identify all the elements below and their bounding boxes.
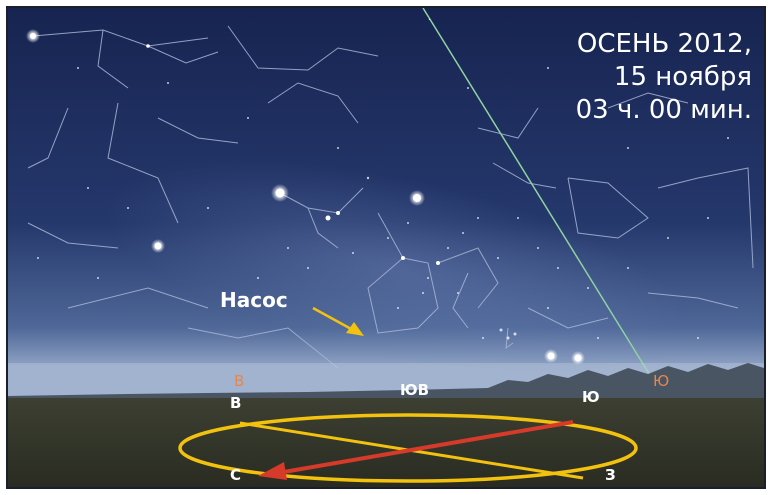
title-season: ОСЕНЬ 2012, [576, 29, 752, 59]
star-map-frame: . ОСЕНЬ 2012, 15 ноября 03 ч. 00 мин. На… [6, 6, 766, 489]
night-sky-scene: . [8, 8, 764, 487]
constellation-label: Насос [220, 288, 288, 312]
milky-way [103, 160, 693, 376]
ground [8, 398, 764, 487]
direction-arrow-head [258, 462, 287, 480]
direction-arrow-shaft [277, 420, 574, 475]
compass-label-east: В [230, 394, 242, 412]
compass-ellipse [178, 413, 638, 483]
compass-label-north: С [230, 466, 242, 484]
compass-label-south: Ю [582, 388, 600, 406]
horizon-label-east: В [234, 372, 245, 390]
compass-label-southeast: ЮВ [400, 381, 430, 399]
faint-stars [37, 67, 729, 340]
bright-stars [26, 29, 585, 365]
title-date: 15 ноября [613, 62, 752, 92]
meridian-marker: . [428, 13, 431, 23]
compass-label-west: З [605, 466, 616, 484]
horizon-silhouette [8, 363, 764, 400]
date-time-title: ОСЕНЬ 2012, 15 ноября 03 ч. 00 мин. [576, 28, 752, 127]
horizon-label-south: Ю [653, 372, 670, 390]
title-time: 03 ч. 00 мин. [575, 95, 752, 125]
constellation-lines [27, 25, 754, 369]
constellation-pointer [312, 306, 354, 332]
constellation-pointer-head [346, 322, 364, 336]
meridian-line [422, 8, 654, 381]
